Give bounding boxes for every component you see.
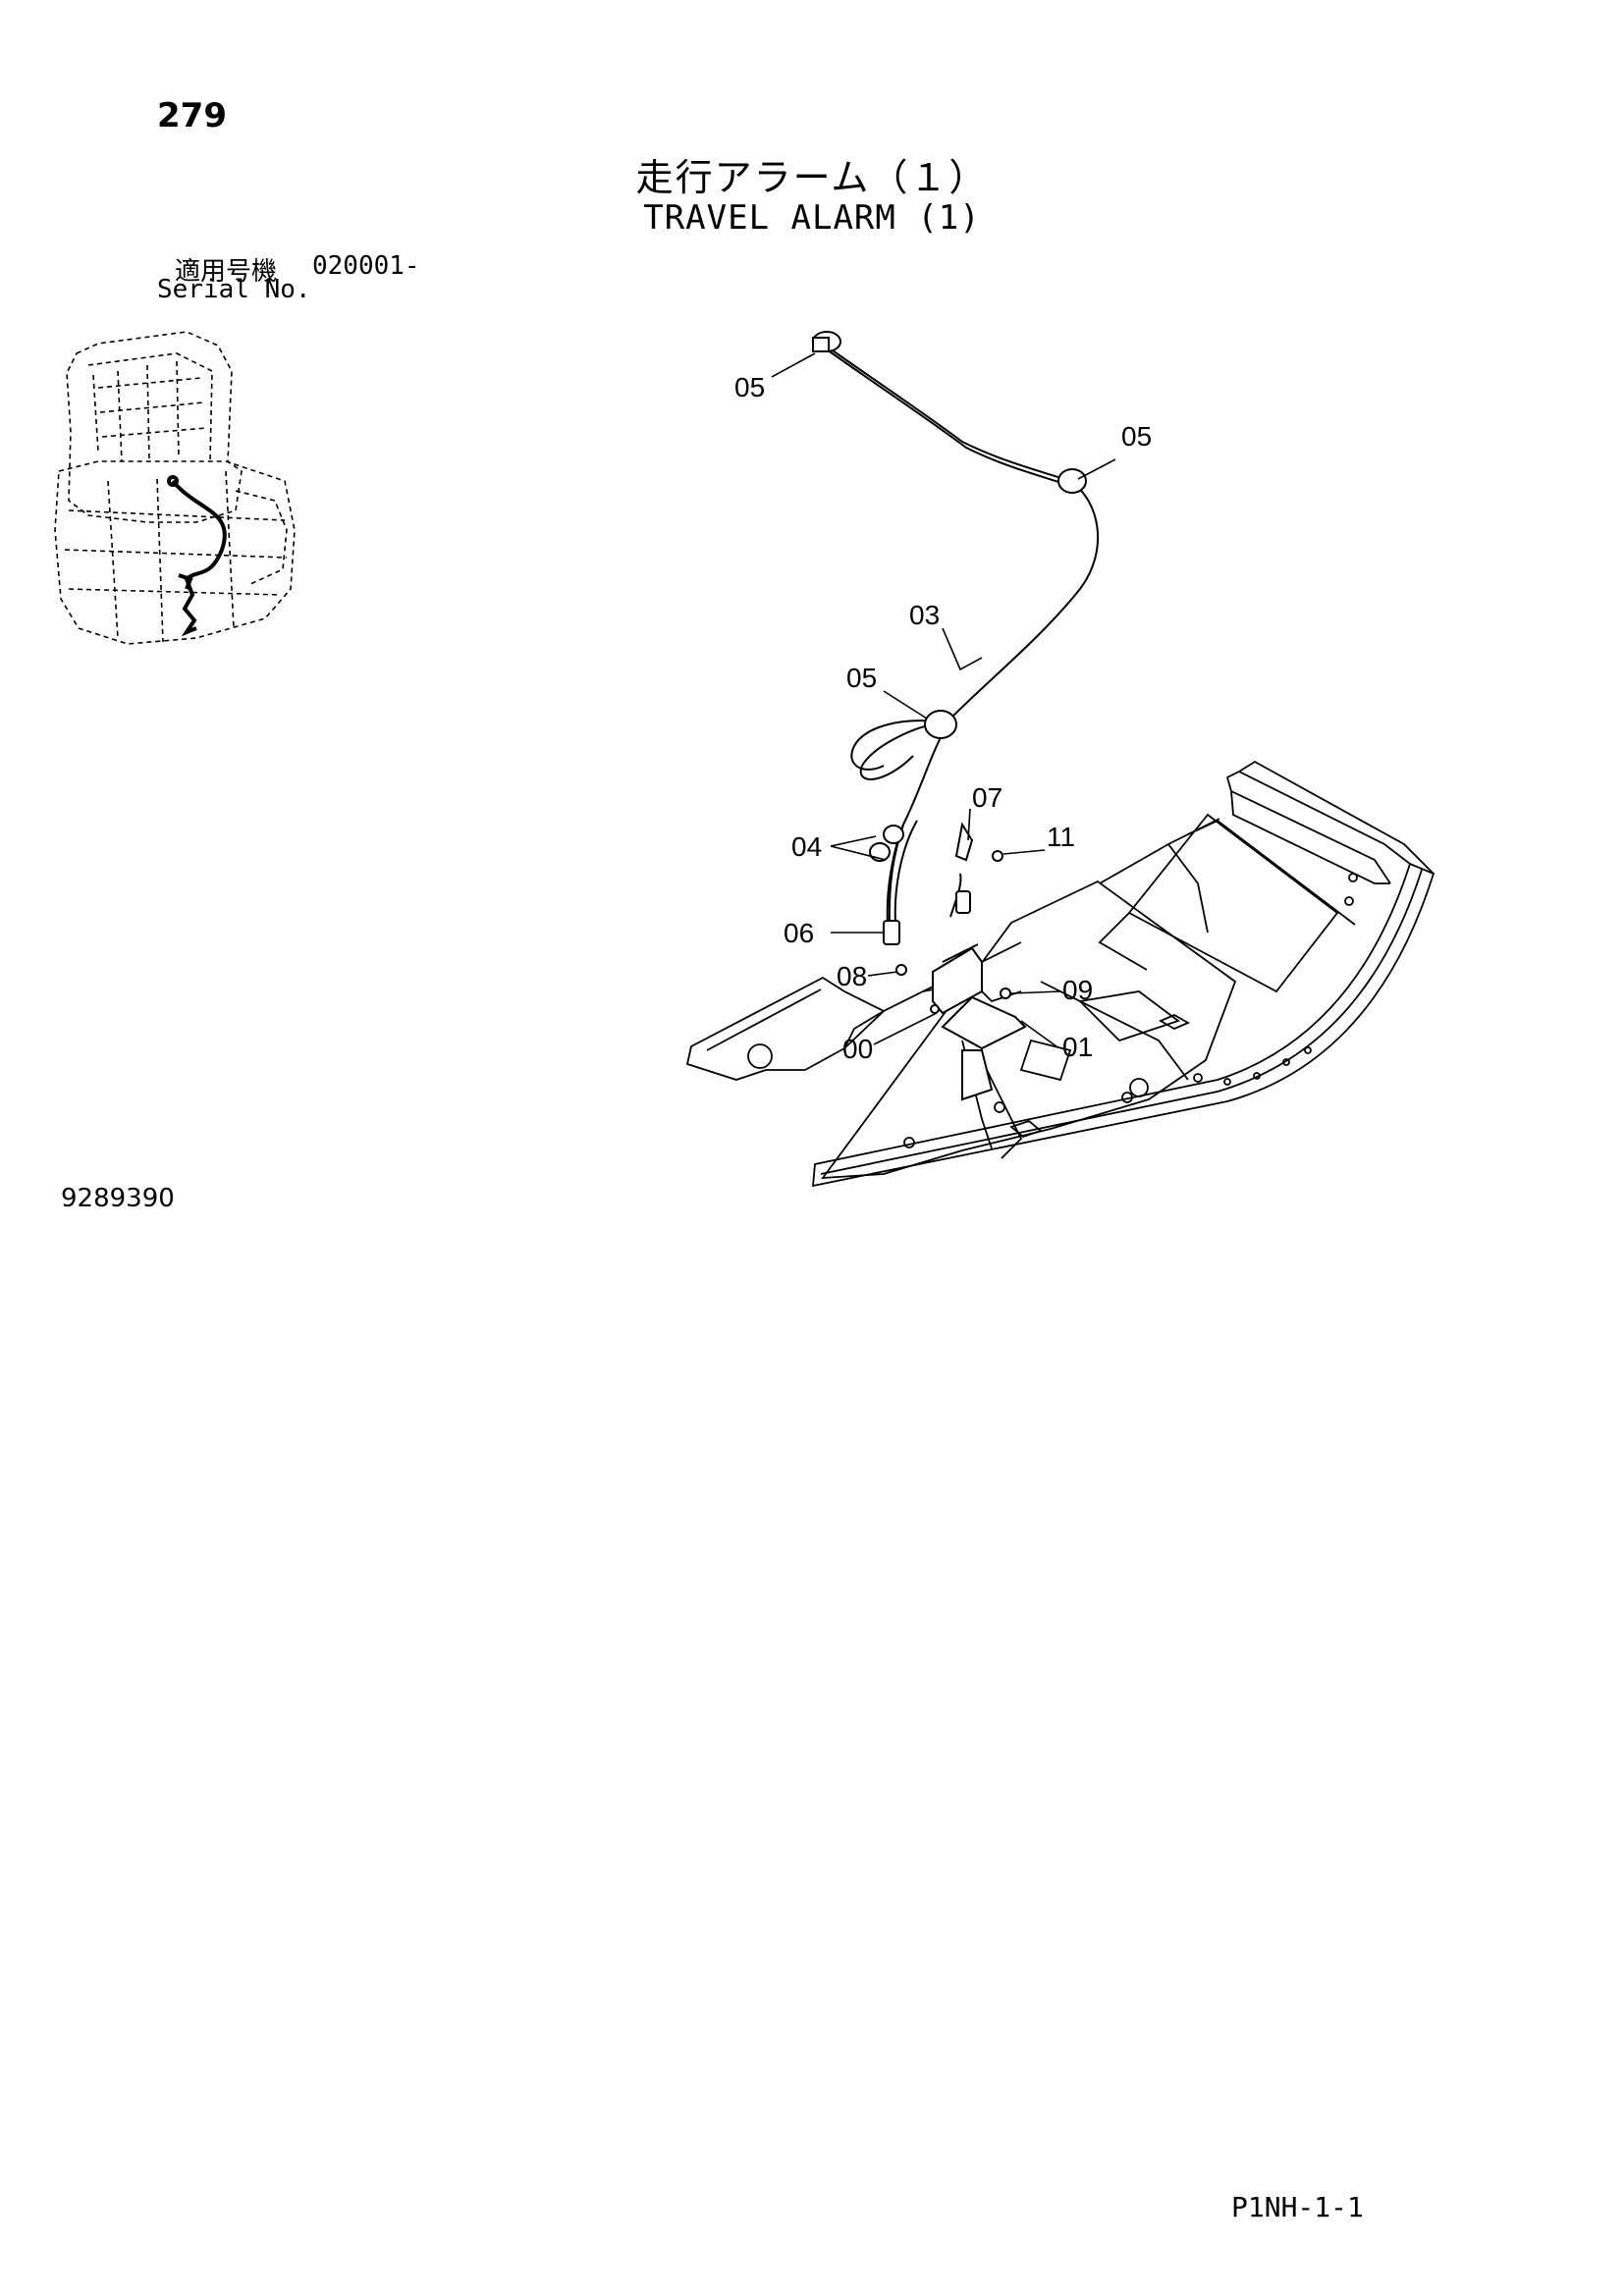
page-number: 279: [157, 96, 227, 135]
wire-harness: [822, 343, 1100, 924]
page-title-english: TRAVEL ALARM (1): [643, 198, 981, 238]
callout-04: 04: [791, 831, 822, 862]
callout-05-right: 05: [1121, 421, 1152, 452]
serial-range: 020001-: [312, 251, 420, 281]
travel-alarm-unit: [895, 943, 1027, 1101]
callout-00: 00: [842, 1034, 873, 1064]
machine-location-thumbnail: [54, 331, 296, 645]
page-title-japanese: 走行アラーム（１）: [635, 156, 989, 199]
callout-09: 09: [1062, 975, 1093, 1005]
callout-05-mid: 05: [846, 663, 877, 693]
callout-08: 08: [837, 961, 867, 991]
callout-11: 11: [1047, 822, 1075, 852]
serial-label-japanese: 適用号機: [175, 257, 278, 287]
serial-label-english: Serial No.: [157, 275, 311, 304]
clamps-and-connectors: [812, 331, 1087, 945]
callout-06: 06: [784, 918, 814, 948]
upper-frame-drawing: [685, 760, 1435, 1188]
sheet-code: P1NH-1-1: [1231, 2191, 1364, 2223]
callout-leaders: [771, 352, 1116, 1047]
harness-highlight: [167, 475, 227, 637]
callout-07: 07: [972, 782, 1002, 813]
callout-03: 03: [909, 600, 940, 630]
drawing-number: 9289390: [61, 1184, 175, 1213]
callout-01: 01: [1062, 1032, 1093, 1062]
callout-05-top: 05: [734, 372, 765, 402]
